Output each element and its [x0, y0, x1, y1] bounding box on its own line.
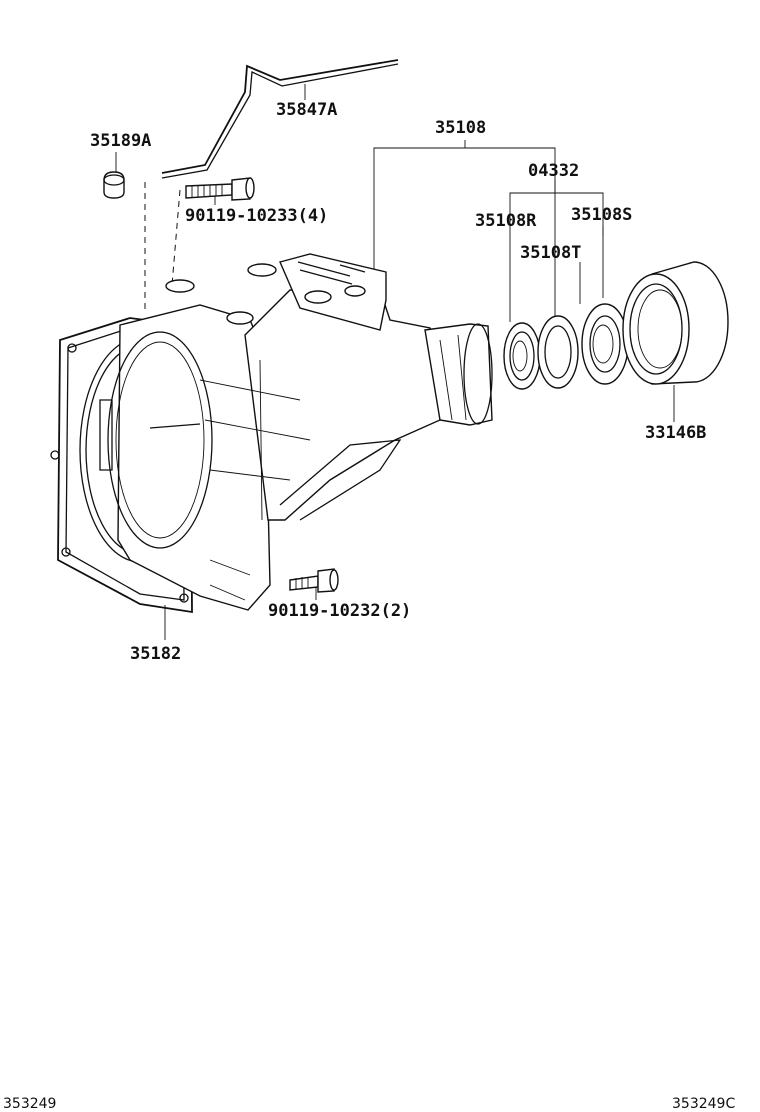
label-35182[interactable]: 35182: [130, 644, 181, 664]
diagram-code-right: 353249C: [672, 1096, 735, 1112]
label-35189A[interactable]: 35189A: [90, 131, 151, 151]
oil-seal: [503, 322, 541, 390]
breather-tube: [161, 59, 399, 179]
diagram-code-left: 353249: [3, 1096, 56, 1112]
alignment-dashes: [144, 182, 181, 310]
label-04332[interactable]: 04332: [528, 161, 579, 181]
label-35108S[interactable]: 35108S: [571, 205, 632, 225]
bolt-lower: [289, 568, 339, 593]
label-35108[interactable]: 35108: [435, 118, 486, 138]
label-33146B[interactable]: 33146B: [645, 423, 706, 443]
label-35847A[interactable]: 35847A: [276, 100, 337, 120]
seal-ring: [581, 303, 629, 385]
dust-cover: [622, 261, 729, 385]
label-90119-10233[interactable]: 90119-10233(4): [185, 206, 328, 226]
bolt-upper: [185, 177, 255, 201]
label-35108T[interactable]: 35108T: [520, 243, 581, 263]
label-90119-10232[interactable]: 90119-10232(2): [268, 601, 411, 621]
dust-ring: [537, 315, 579, 389]
cap-plug: [103, 171, 125, 199]
extension-housing: [99, 253, 493, 611]
label-35108R[interactable]: 35108R: [475, 211, 537, 231]
